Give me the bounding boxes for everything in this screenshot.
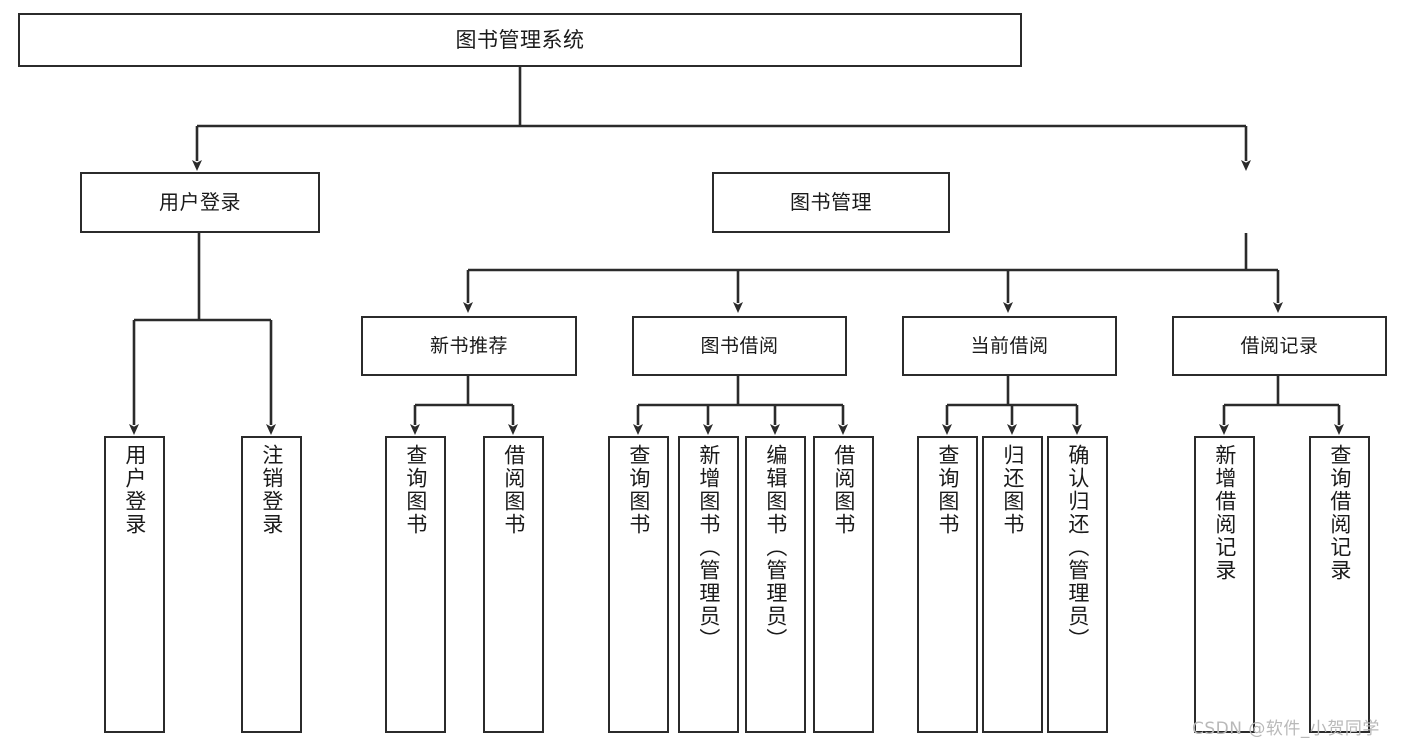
- leaf-logout[interactable]: 注销登录: [241, 436, 302, 733]
- leaf-query-book-recommendation[interactable]: 查询图书: [385, 436, 446, 733]
- node-label: 借阅记录: [1240, 334, 1319, 357]
- leaf-query-book-current[interactable]: 查询图书: [917, 436, 978, 733]
- node-label: 当前借阅: [970, 334, 1049, 357]
- node-book-borrowing[interactable]: 图书借阅: [632, 316, 847, 376]
- node-label: 归还图书: [1000, 444, 1025, 536]
- node-book-management[interactable]: 图书管理: [712, 172, 950, 233]
- node-label: 图书借阅: [700, 334, 779, 357]
- node-root-book-management-system[interactable]: 图书管理系统: [18, 13, 1022, 67]
- leaf-borrow-book-borrowing[interactable]: 借阅图书: [813, 436, 874, 733]
- node-label: 借阅图书: [831, 444, 856, 536]
- leaf-add-book-admin[interactable]: 新增图书（管理员）: [678, 436, 739, 733]
- leaf-confirm-return-admin[interactable]: 确认归还（管理员）: [1047, 436, 1108, 733]
- node-label: 编辑图书（管理员）: [763, 444, 788, 651]
- node-user-login[interactable]: 用户登录: [80, 172, 320, 233]
- node-new-book-recommendation[interactable]: 新书推荐: [361, 316, 577, 376]
- node-label: 查询图书: [403, 444, 428, 536]
- node-label: 查询借阅记录: [1327, 444, 1352, 582]
- node-label: 新书推荐: [429, 334, 508, 357]
- node-borrowing-records[interactable]: 借阅记录: [1172, 316, 1387, 376]
- leaf-borrow-book-recommendation[interactable]: 借阅图书: [483, 436, 544, 733]
- leaf-query-borrowing-record[interactable]: 查询借阅记录: [1309, 436, 1370, 733]
- node-label: 确认归还（管理员）: [1065, 444, 1090, 651]
- node-label: 新增借阅记录: [1212, 444, 1237, 582]
- leaf-query-book-borrowing[interactable]: 查询图书: [608, 436, 669, 733]
- csdn-watermark: CSDN @软件_小贺同学: [1192, 719, 1380, 739]
- node-label: 查询图书: [935, 444, 960, 536]
- node-label: 图书管理: [790, 189, 872, 214]
- node-label: 用户登录: [122, 444, 147, 536]
- leaf-return-book[interactable]: 归还图书: [982, 436, 1043, 733]
- node-label: 注销登录: [259, 444, 284, 536]
- node-current-borrowing[interactable]: 当前借阅: [902, 316, 1117, 376]
- node-label: 借阅图书: [501, 444, 526, 536]
- node-label: 查询图书: [626, 444, 651, 536]
- leaf-user-login[interactable]: 用户登录: [104, 436, 165, 733]
- node-label: 新增图书（管理员）: [696, 444, 721, 651]
- leaf-edit-book-admin[interactable]: 编辑图书（管理员）: [745, 436, 806, 733]
- node-label: 用户登录: [159, 189, 241, 214]
- leaf-add-borrowing-record[interactable]: 新增借阅记录: [1194, 436, 1255, 733]
- node-label: 图书管理系统: [455, 27, 585, 52]
